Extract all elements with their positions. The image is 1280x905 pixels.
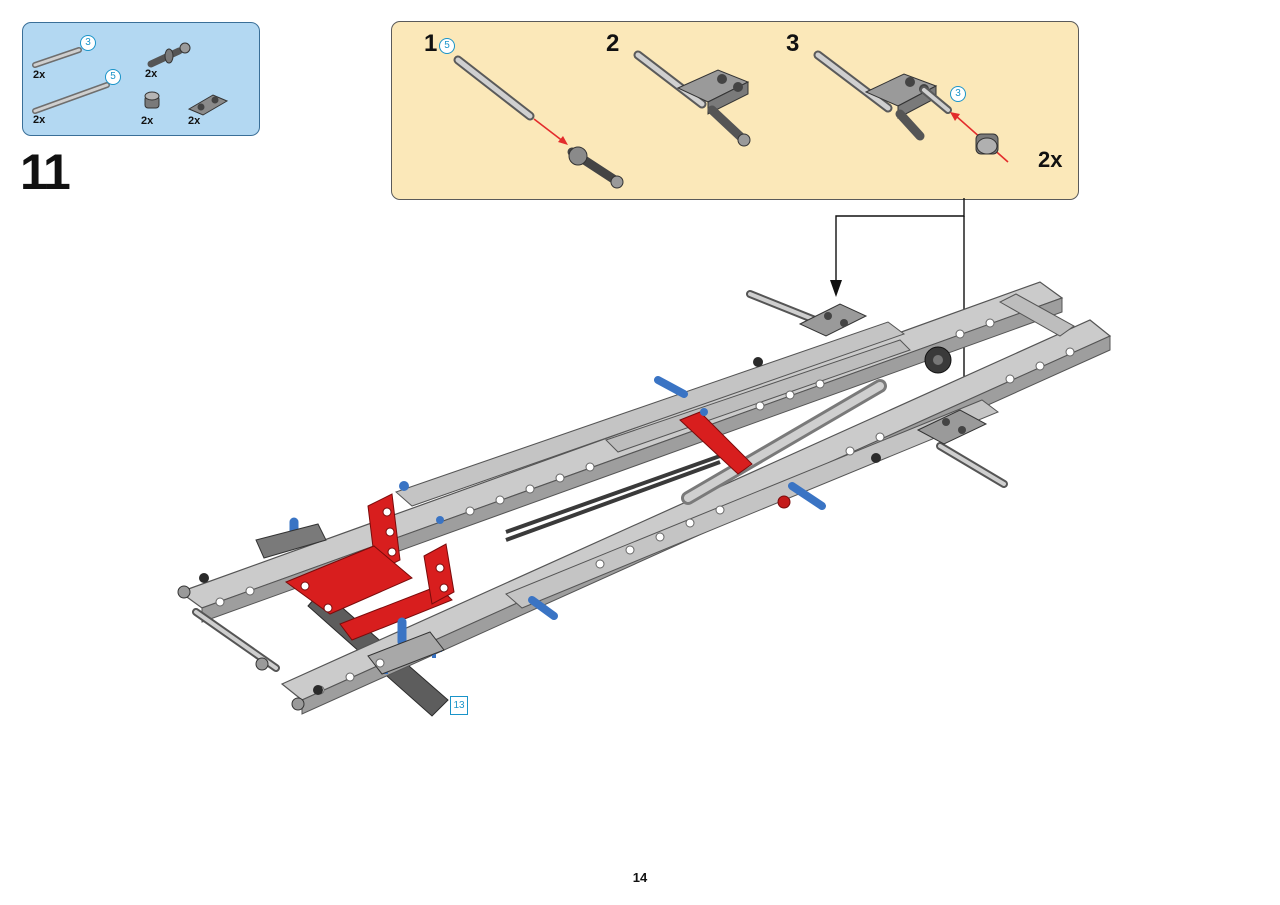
bush-quantity: 2x (141, 115, 154, 127)
subassembly-illustration (453, 50, 1009, 189)
substep-3-length-callout: 3 (950, 86, 966, 102)
axle-3-part (32, 47, 82, 68)
bush-part (144, 91, 160, 109)
axle-pin-quantity: 2x (145, 68, 158, 80)
subassembly-panel: 1 5 2 3 3 2x (391, 21, 1079, 200)
blue-pins (289, 376, 826, 674)
long-beam-back (178, 281, 1064, 623)
substep-1-drawing (453, 55, 624, 189)
end-pins (177, 357, 881, 711)
axle-5-quantity: 2x (33, 114, 46, 126)
step-number: 11 (20, 144, 71, 200)
page-number: 14 (632, 870, 648, 885)
parts-illustration (32, 42, 229, 116)
substep-1-number: 1 (424, 30, 438, 57)
beam-length-callout: 13 (450, 696, 468, 715)
red-liftarms (284, 411, 791, 641)
axle-3-length-callout: 3 (80, 35, 96, 51)
axle-pin-part (147, 42, 191, 68)
axle-3-quantity: 2x (33, 69, 46, 81)
substep-3-drawing (813, 50, 1009, 163)
placement-arrows (830, 198, 970, 397)
axle-5-part (32, 82, 110, 114)
substep-2-drawing (633, 50, 751, 147)
dark-grey-beam (307, 589, 449, 717)
cross-block-quantity: 2x (188, 115, 201, 127)
beam-holes (215, 318, 1075, 695)
rear-crossmember (998, 293, 1075, 337)
parts-list-panel: 3 5 2x 2x 2x 2x 2x (22, 22, 260, 136)
long-beam-front (280, 319, 1112, 715)
substep-3-number: 3 (786, 30, 800, 57)
cross-block-part (187, 94, 229, 116)
front-connector (255, 523, 445, 675)
substep-1-length-callout: 5 (439, 38, 455, 54)
axles (192, 290, 1008, 672)
gear (924, 346, 952, 374)
cross-blocks (798, 303, 988, 445)
substep-2-number: 2 (606, 30, 620, 57)
subassembly-multiplier: 2x (1038, 147, 1063, 172)
axle-5-length-callout: 5 (105, 69, 121, 85)
inner-beams (395, 321, 1000, 609)
